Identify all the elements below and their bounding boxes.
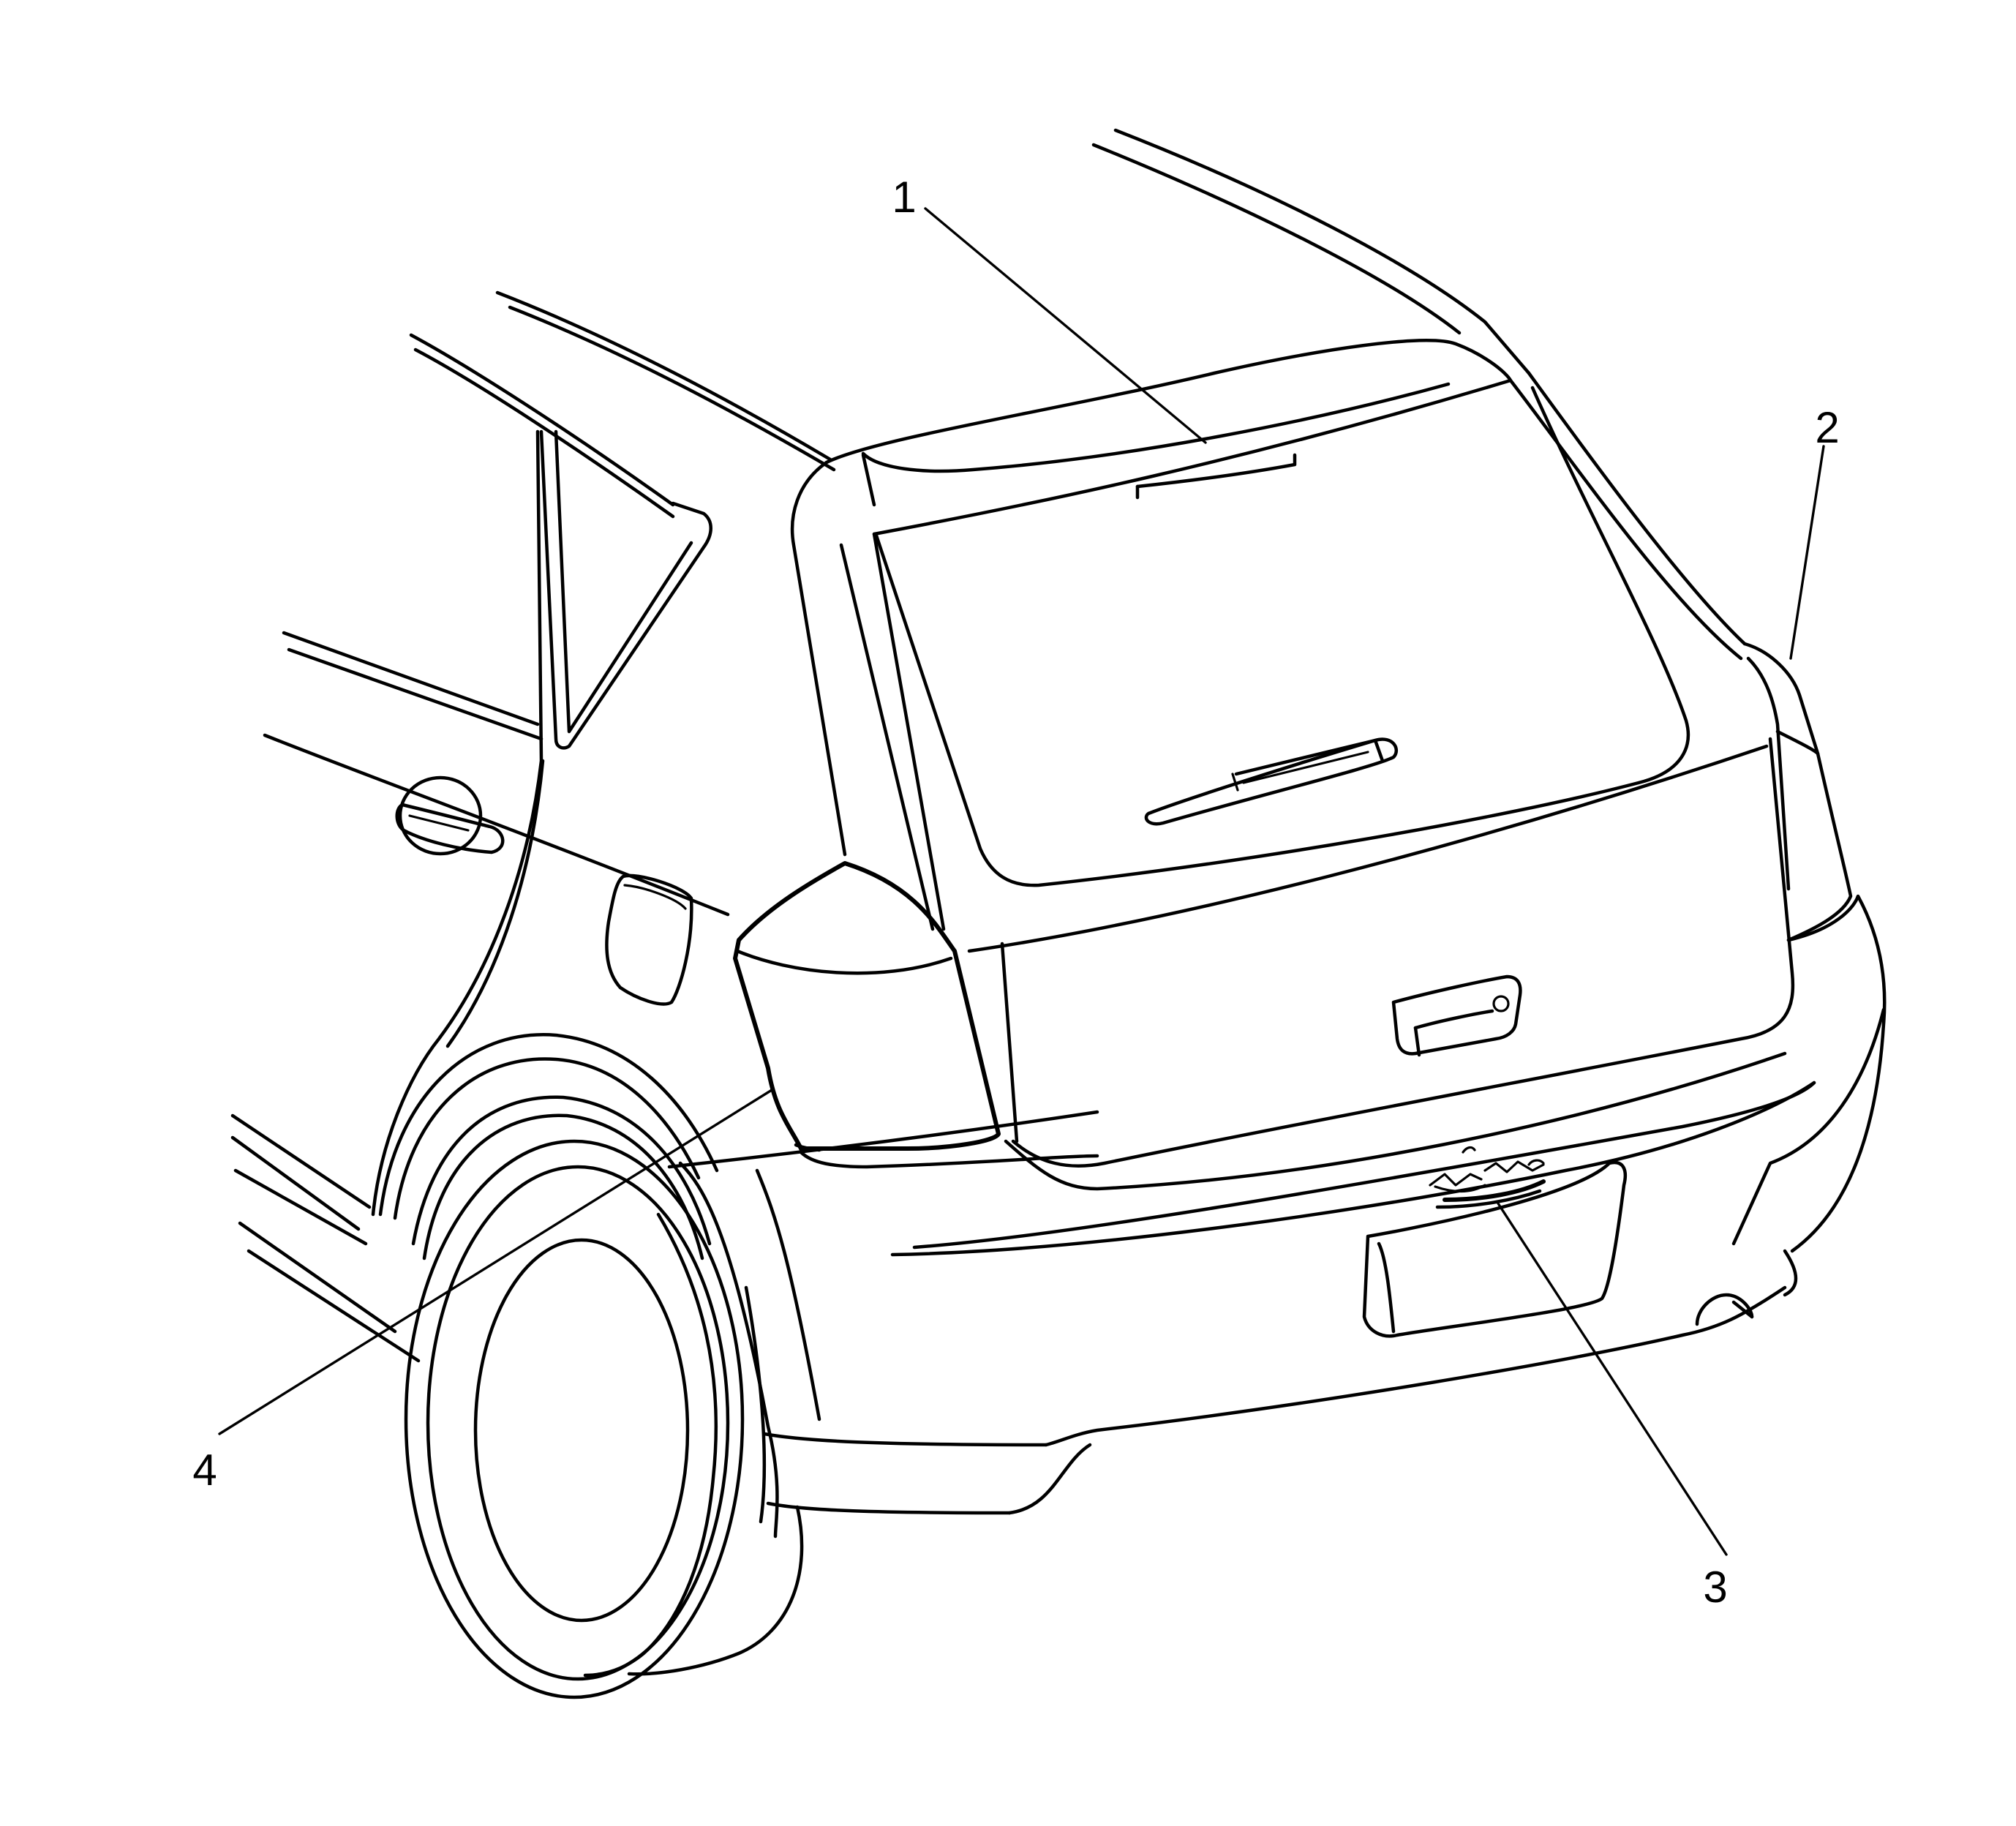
leader-line-4 [218,1089,773,1435]
callout-1: 1 [892,173,916,222]
rear-wiper [1144,737,1399,826]
liftgate [790,339,1795,1191]
callout-2: 2 [1815,403,1839,452]
leader-lines [218,207,1825,1556]
leader-line-2 [1789,445,1825,660]
left-tail-lamp [733,861,1001,1152]
leader-line-1 [924,207,1207,444]
rear-wheel [378,1033,804,1699]
fuel-door [605,873,693,1006]
rear-bumper [667,894,1887,1538]
rear-emblem [1429,1146,1546,1209]
callout-3: 3 [1703,1563,1727,1612]
side-window-and-door [230,429,730,1363]
door-handle [395,775,505,856]
liftgate-handle [1391,974,1522,1057]
callout-4: 4 [192,1446,217,1495]
right-tail-lamp [1742,642,1853,942]
license-plate-pocket [1362,1160,1628,1338]
callout-labels: 1 2 3 4 [192,173,1839,1612]
roof-rails [409,128,1531,519]
leader-line-3 [1497,1202,1728,1556]
